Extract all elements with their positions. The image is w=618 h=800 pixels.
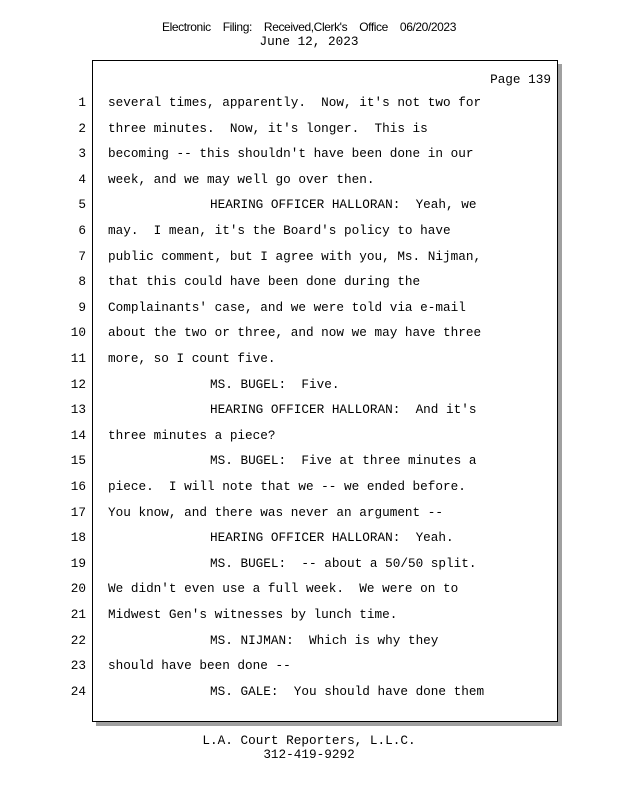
stamp-part: Electronic [162, 20, 211, 34]
line-number: 21 [70, 607, 86, 622]
line-number: 1 [78, 95, 86, 110]
line-number: 12 [70, 376, 86, 392]
line-number: 9 [78, 299, 86, 315]
line-number: 8 [78, 274, 86, 290]
transcript-line: public comment, but I agree with you, Ms… [108, 248, 482, 264]
line-number: 19 [70, 555, 86, 571]
line-number: 3 [78, 146, 86, 162]
transcript-line: that this could have been done during th… [108, 274, 421, 290]
page-number: Page 139 [490, 72, 551, 87]
line-number: 6 [78, 223, 86, 238]
transcript-line: Midwest Gen's witnesses by lunch time. [108, 607, 398, 622]
line-number: 5 [78, 197, 86, 213]
transcript-page: Page 139 [92, 60, 558, 722]
transcript-line: becoming -- this shouldn't have been don… [108, 146, 474, 162]
stamp-part: Received,Clerk's [263, 20, 348, 34]
court-reporter-phone: 312-419-9292 [263, 747, 355, 762]
line-number: 24 [70, 683, 86, 699]
line-number: 13 [70, 402, 86, 418]
transcript-date: June 12, 2023 [259, 34, 359, 49]
transcript-line: MS. GALE: You should have done them [210, 683, 485, 699]
transcript-line: MS. BUGEL: -- about a 50/50 split. [210, 555, 477, 571]
line-number: 18 [70, 530, 86, 546]
transcript-line: We didn't even use a full week. We were … [108, 581, 459, 597]
transcript-line: MS. BUGEL: Five at three minutes a [210, 453, 477, 469]
line-number: 23 [70, 658, 86, 674]
transcript-line: HEARING OFFICER HALLORAN: Yeah. [210, 530, 454, 546]
transcript-line: three minutes a piece? [108, 427, 276, 443]
transcript-line: MS. NIJMAN: Which is why they [210, 632, 439, 648]
court-reporter-name: L.A. Court Reporters, L.L.C. [202, 733, 416, 748]
stamp-part: Filing: [222, 20, 253, 34]
line-number: 20 [70, 581, 86, 597]
transcript-line: three minutes. Now, it's longer. This is [108, 120, 428, 136]
line-number: 22 [70, 632, 86, 648]
transcript-line: week, and we may well go over then. [108, 171, 375, 187]
electronic-filing-stamp: Electronic Filing: Received,Clerk's Office 0… [0, 20, 618, 34]
line-number: 4 [78, 171, 86, 187]
transcript-line: HEARING OFFICER HALLORAN: Yeah, we [210, 197, 477, 213]
line-number: 2 [78, 120, 86, 136]
transcript-line: about the two or three, and now we may h… [108, 325, 482, 341]
line-number: 14 [70, 427, 86, 443]
line-number: 16 [70, 479, 86, 494]
line-number: 15 [70, 453, 86, 469]
line-number: 11 [70, 351, 86, 366]
transcript-line: several times, apparently. Now, it's not… [108, 95, 482, 110]
stamp-part: 06/20/2023 [399, 20, 456, 34]
transcript-line: You know, and there was never an argumen… [108, 504, 444, 520]
transcript-line: should have been done -- [108, 658, 291, 674]
transcript-line: HEARING OFFICER HALLORAN: And it's [210, 402, 477, 418]
line-number: 17 [70, 504, 86, 520]
transcript-line: may. I mean, it's the Board's policy to … [108, 223, 451, 238]
transcript-line: more, so I count five. [108, 351, 276, 366]
transcript-line: piece. I will note that we -- we ended b… [108, 479, 466, 494]
transcript-line: MS. BUGEL: Five. [210, 376, 340, 392]
line-number: 7 [78, 248, 86, 264]
transcript-line: Complainants' case, and we were told via… [108, 299, 466, 315]
line-number: 10 [70, 325, 86, 341]
stamp-part: Office [359, 20, 388, 34]
